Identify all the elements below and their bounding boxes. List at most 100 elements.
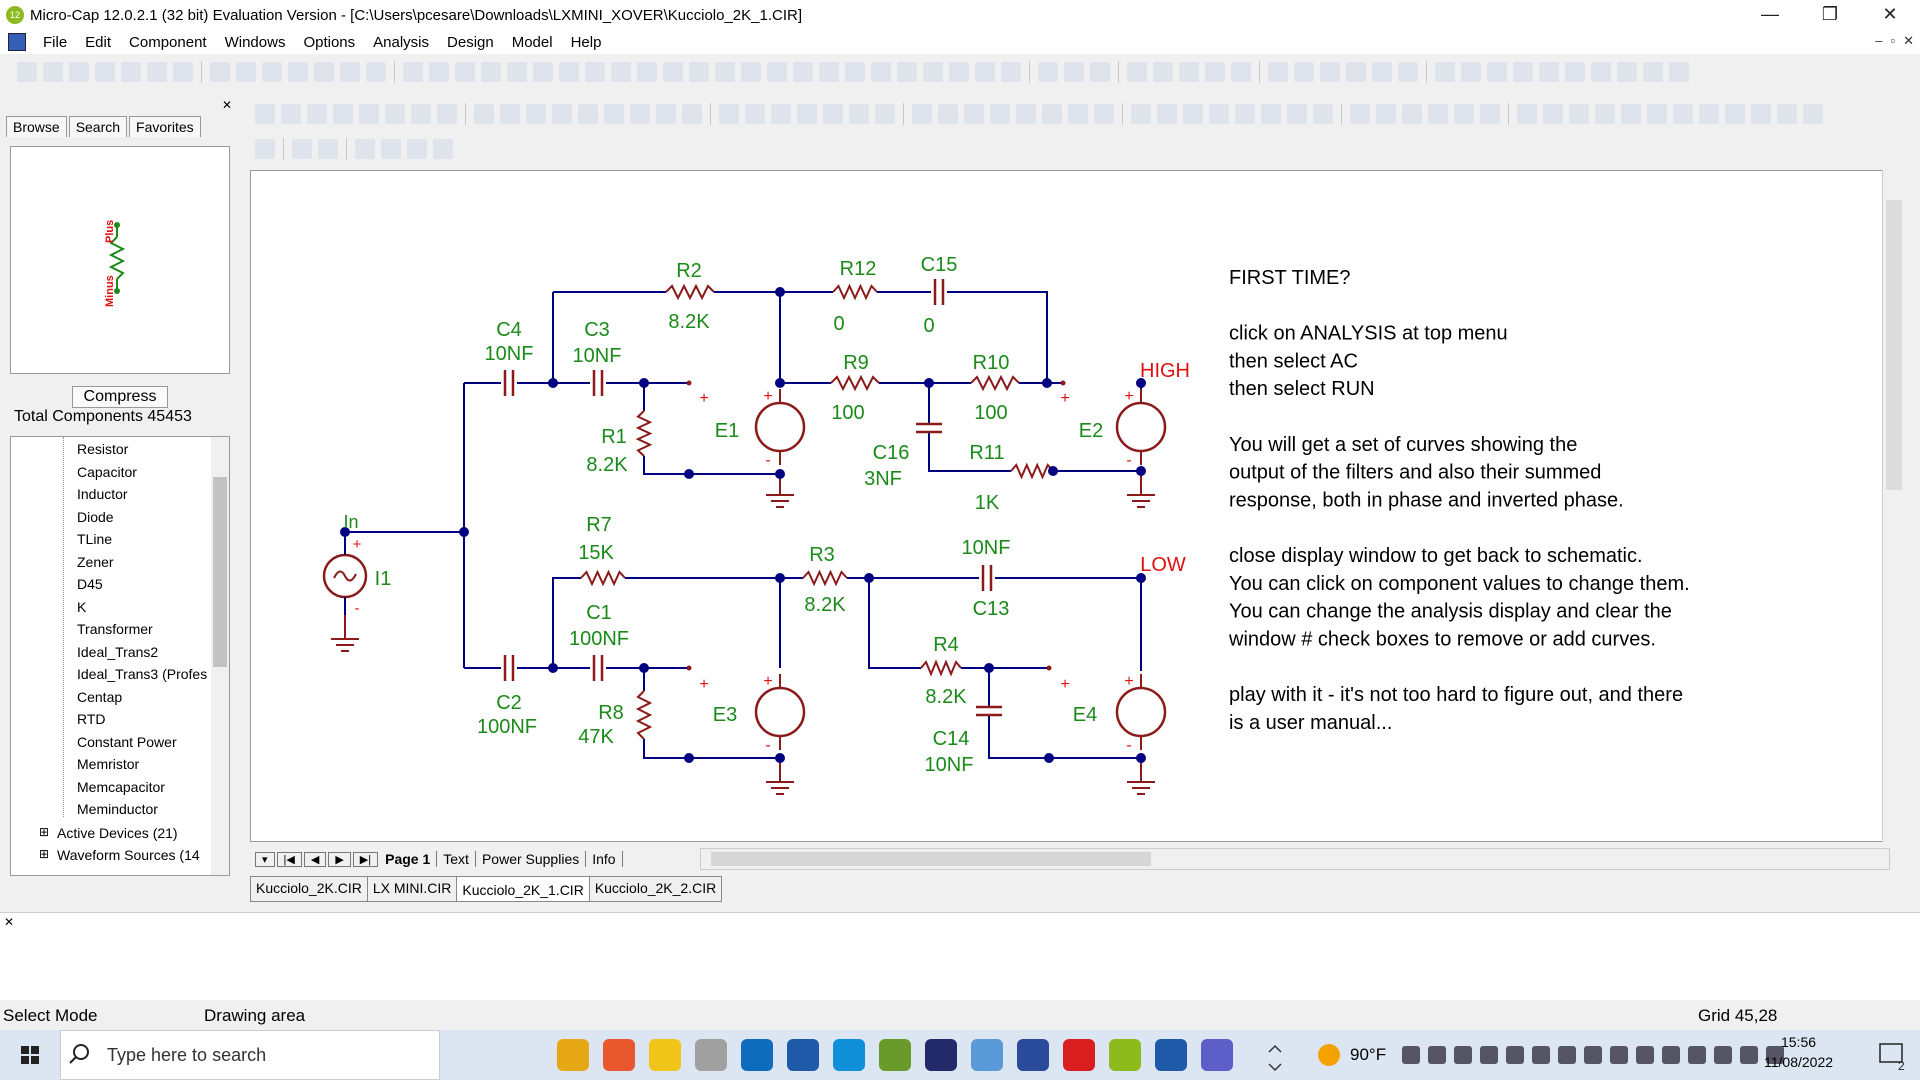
toolbar-tool-icon[interactable]: [1268, 62, 1288, 82]
toolbar-tool-icon[interactable]: [1517, 104, 1537, 124]
panel-close-icon[interactable]: ✕: [222, 98, 233, 112]
document-icon[interactable]: [8, 33, 26, 51]
toolbar-tool-icon[interactable]: [281, 104, 301, 124]
toolbar-tool-icon[interactable]: [1320, 62, 1340, 82]
toolbar-tool-icon[interactable]: [292, 139, 312, 159]
file-tab[interactable]: LX MINI.CIR: [366, 876, 458, 902]
tray-icon[interactable]: [1610, 1046, 1629, 1064]
component-label[interactable]: 100: [974, 402, 1007, 424]
tree-item[interactable]: Diode: [77, 508, 114, 525]
mdi-restore-button[interactable]: ▫: [1890, 33, 1896, 48]
toolbar-tool-icon[interactable]: [1803, 104, 1823, 124]
tree-item[interactable]: Constant Power: [77, 733, 177, 750]
component-label[interactable]: 10NF: [925, 754, 974, 776]
mdi-minimize-button[interactable]: –: [1875, 33, 1883, 48]
tray-icon[interactable]: [1506, 1046, 1525, 1064]
toolbar-tool-icon[interactable]: [793, 62, 813, 82]
toolbar-tool-icon[interactable]: [1350, 104, 1370, 124]
toolbar-tool-icon[interactable]: [1261, 104, 1281, 124]
toolbar-tool-icon[interactable]: [1461, 62, 1481, 82]
toolbar-tool-icon[interactable]: [455, 62, 475, 82]
toolbar-tool-icon[interactable]: [689, 62, 709, 82]
toolbar-tool-icon[interactable]: [262, 62, 282, 82]
menu-component[interactable]: Component: [129, 33, 207, 51]
toolbar-tool-icon[interactable]: [1539, 62, 1559, 82]
toolbar-tool-icon[interactable]: [1372, 62, 1392, 82]
toolbar-tool-icon[interactable]: [1068, 104, 1088, 124]
component-label[interactable]: LOW: [1140, 554, 1186, 576]
component-label[interactable]: +: [1060, 390, 1069, 407]
toolbar-tool-icon[interactable]: [1231, 62, 1251, 82]
toolbar-tool-icon[interactable]: [1428, 104, 1448, 124]
component-label[interactable]: R1: [601, 426, 627, 448]
toolbar-tool-icon[interactable]: [69, 62, 89, 82]
toolbar-tool-icon[interactable]: [526, 104, 546, 124]
taskbar-app-icon[interactable]: [833, 1039, 865, 1071]
component-label[interactable]: E1: [715, 420, 739, 442]
toolbar-tool-icon[interactable]: [1487, 62, 1507, 82]
toolbar-tool-icon[interactable]: [823, 104, 843, 124]
component-label[interactable]: 10NF: [962, 537, 1011, 559]
component-label[interactable]: -: [1126, 452, 1131, 469]
toolbar-tool-icon[interactable]: [437, 104, 457, 124]
chevron-up-icon[interactable]: [1260, 1030, 1290, 1080]
toolbar-tool-icon[interactable]: [1435, 62, 1455, 82]
capacitor[interactable]: [916, 422, 942, 434]
toolbar-tool-icon[interactable]: [1001, 62, 1021, 82]
component-label[interactable]: R3: [809, 544, 835, 566]
component-label[interactable]: C3: [584, 319, 610, 341]
toolbar-tool-icon[interactable]: [173, 62, 193, 82]
toolbar-tool-icon[interactable]: [1513, 62, 1533, 82]
toolbar-tool-icon[interactable]: [1038, 62, 1058, 82]
toolbar-tool-icon[interactable]: [949, 62, 969, 82]
tray-icon[interactable]: [1714, 1046, 1733, 1064]
toolbar-tool-icon[interactable]: [355, 139, 375, 159]
toolbar-tool-icon[interactable]: [403, 62, 423, 82]
resistor[interactable]: [832, 283, 878, 301]
expand-plus-icon[interactable]: ⊞: [39, 825, 50, 839]
toolbar-tool-icon[interactable]: [819, 62, 839, 82]
taskbar-app-icon[interactable]: [1155, 1039, 1187, 1071]
toolbar-tool-icon[interactable]: [578, 104, 598, 124]
toolbar-tool-icon[interactable]: [95, 62, 115, 82]
tray-icon[interactable]: [1636, 1046, 1655, 1064]
component-label[interactable]: R10: [973, 352, 1010, 374]
toolbar-tool-icon[interactable]: [1565, 62, 1585, 82]
toolbar-tool-icon[interactable]: [637, 62, 657, 82]
toolbar-tool-icon[interactable]: [1179, 62, 1199, 82]
component-label[interactable]: +: [699, 676, 708, 693]
toolbar-tool-icon[interactable]: [1064, 62, 1084, 82]
component-label[interactable]: E2: [1079, 420, 1103, 442]
toolbar-tool-icon[interactable]: [1287, 104, 1307, 124]
resistor[interactable]: [970, 374, 1020, 392]
toolbar-tool-icon[interactable]: [307, 104, 327, 124]
tray-icon[interactable]: [1480, 1046, 1499, 1064]
clock[interactable]: 15:56 11/08/2022: [1764, 1034, 1833, 1070]
taskbar-app-icon[interactable]: [787, 1039, 819, 1071]
toolbar-tool-icon[interactable]: [1016, 104, 1036, 124]
page-nav-button[interactable]: ▾: [255, 851, 275, 867]
toolbar-tool-icon[interactable]: [314, 62, 334, 82]
toolbar-tool-icon[interactable]: [990, 104, 1010, 124]
resistor[interactable]: [920, 659, 962, 677]
toolbar-tool-icon[interactable]: [1777, 104, 1797, 124]
tree-item[interactable]: Zener: [77, 553, 114, 570]
tree-item[interactable]: D45: [77, 576, 103, 592]
taskbar-app-icon[interactable]: [1017, 1039, 1049, 1071]
component-label[interactable]: +: [1124, 388, 1133, 405]
tray-icon[interactable]: [1402, 1046, 1421, 1064]
toolbar-tool-icon[interactable]: [147, 62, 167, 82]
toolbar-tool-icon[interactable]: [1454, 104, 1474, 124]
tree-item[interactable]: Capacitor: [77, 463, 137, 480]
capacitor[interactable]: [503, 655, 515, 681]
menu-model[interactable]: Model: [511, 33, 553, 51]
component-label[interactable]: HIGH: [1140, 360, 1190, 382]
component-label[interactable]: C2: [496, 692, 522, 714]
toolbar-tool-icon[interactable]: [1127, 62, 1147, 82]
voltage-source-icon[interactable]: [1115, 674, 1167, 750]
tree-group[interactable]: Active Devices (21): [57, 825, 178, 841]
component-label[interactable]: R12: [840, 258, 877, 280]
toolbar-tool-icon[interactable]: [938, 104, 958, 124]
resistor[interactable]: [635, 410, 653, 457]
